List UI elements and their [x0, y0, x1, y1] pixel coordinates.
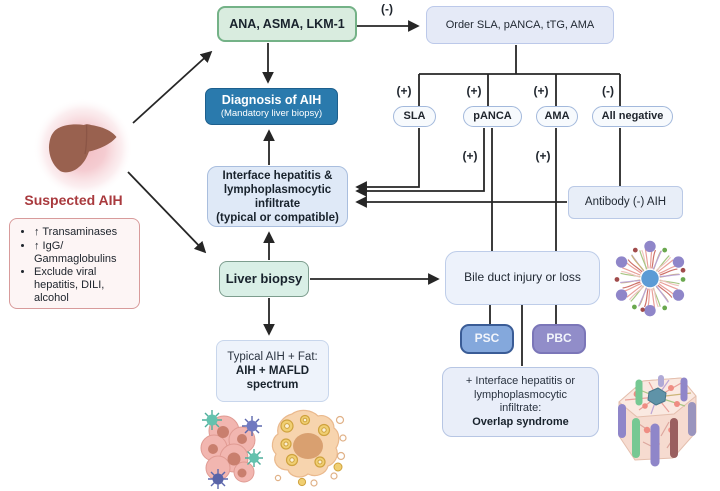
- interface-line: lymphoplasmocytic: [223, 183, 332, 196]
- overlap-line: infiltrate:: [499, 402, 542, 414]
- edge-label-plus-ama: (+): [533, 84, 549, 98]
- node-panca: pANCA: [463, 106, 522, 127]
- diagnosis-title: Diagnosis of AIH: [221, 93, 322, 108]
- arrow-sla-to-interface: [355, 128, 420, 193]
- node-diagnosis-aih: Diagnosis of AIH (Mandatory liver biopsy…: [205, 88, 338, 125]
- overlap-line: lymphoplasmocytic: [474, 388, 567, 401]
- interface-line: Interface hepatitis &: [222, 169, 333, 182]
- criteria-item: ↑ Transaminases: [34, 226, 129, 239]
- typical-line1: Typical AIH + Fat:: [227, 351, 318, 363]
- interface-line: infiltrate: [254, 197, 301, 210]
- diagnosis-subtitle: (Mandatory liver biopsy): [220, 107, 323, 119]
- aih-cells-icon: [200, 410, 263, 489]
- edge-label-plus-ama-lower: (+): [535, 149, 551, 163]
- node-bile-duct-injury: Bile duct injury or loss: [445, 251, 600, 305]
- overlap-line: + Interface hepatitis or: [465, 375, 576, 387]
- liver-icon: [33, 98, 133, 198]
- suspected-aih-label: Suspected AIH: [24, 192, 123, 208]
- node-sla: SLA: [393, 106, 436, 127]
- node-all-negative: All negative: [592, 106, 673, 127]
- interface-line: (typical or compatible): [216, 211, 339, 224]
- node-aih-mafld: Typical AIH + Fat: AIH + MAFLD spectrum: [216, 340, 329, 402]
- arrow-liver-to-biopsy: [127, 171, 207, 254]
- node-ana-asma-lkm1: ANA, ASMA, LKM-1: [217, 6, 357, 42]
- node-ama: AMA: [536, 106, 578, 127]
- overlap-bold-line: Overlap syndrome: [472, 415, 569, 428]
- node-psc: PSC: [460, 324, 514, 354]
- node-pbc: PBC: [532, 324, 586, 354]
- edge-label-plus-sla: (+): [396, 84, 412, 98]
- criteria-list: ↑ Transaminases ↑ IgG/​Gammaglobulins Ex…: [10, 226, 139, 305]
- lobule-3d-icon: [618, 375, 697, 467]
- node-interface-hepatitis: Interface hepatitis & lymphoplasmocytic …: [207, 166, 348, 227]
- criteria-box: ↑ Transaminases ↑ IgG/​Gammaglobulins Ex…: [9, 218, 140, 309]
- edge-label-plus-panca-lower: (+): [462, 149, 478, 163]
- fat-cells-icon: [271, 409, 347, 487]
- node-antibody-negative-aih: Antibody (-) AIH: [568, 186, 683, 219]
- criteria-item: Exclude viral hepatitis, DILI, alcohol: [34, 266, 129, 305]
- node-order-tests: Order SLA, pANCA, tTG, AMA: [426, 6, 614, 44]
- edge-label-plus-panca: (+): [466, 84, 482, 98]
- node-liver-biopsy: Liver biopsy: [219, 261, 309, 297]
- typical-line2: AIH + MAFLD: [235, 365, 310, 377]
- edge-label-negative-top: (-): [381, 2, 393, 16]
- edge-label-negative-allneg: (-): [602, 84, 614, 98]
- lobule-top-view-icon: [614, 240, 686, 317]
- arrow-liver-to-ana: [132, 50, 213, 124]
- typical-line3: spectrum: [246, 379, 299, 391]
- node-overlap-syndrome: + Interface hepatitis or lymphoplasmocyt…: [442, 367, 599, 437]
- criteria-item: ↑ IgG/​Gammaglobulins: [34, 240, 129, 266]
- arrow-panca-to-interface: [355, 128, 485, 197]
